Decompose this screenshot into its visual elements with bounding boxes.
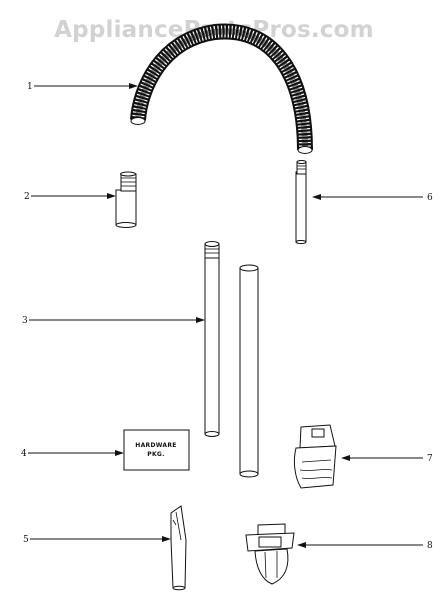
hose-part [130, 23, 313, 154]
callout-8: 8 [297, 541, 433, 551]
callout-4: 4 [21, 449, 124, 459]
callout-number-4: 4 [21, 449, 27, 459]
callout-number-2: 2 [24, 192, 30, 202]
callout-5: 5 [23, 535, 171, 545]
callout-1: 1 [27, 82, 138, 92]
callout-number-5: 5 [23, 535, 29, 545]
hardware-package: HARDWARE PKG. [123, 429, 190, 471]
hardware-label-line1: HARDWARE [135, 442, 176, 449]
callout-number-1: 1 [27, 82, 33, 92]
wand-tube-left [204, 241, 220, 437]
arrowhead-4 [115, 450, 124, 456]
callout-3: 3 [22, 316, 205, 326]
arrowhead-1 [129, 83, 138, 89]
callout-number-7: 7 [427, 454, 433, 464]
arrowhead-8 [297, 542, 306, 548]
callout-6: 6 [312, 193, 433, 203]
upholstery-tool-part [245, 523, 295, 585]
small-wand-part [295, 160, 307, 244]
callout-number-6: 6 [427, 193, 433, 203]
hardware-box [123, 429, 190, 471]
callout-2: 2 [24, 192, 116, 202]
callout-number-3: 3 [22, 316, 28, 326]
arrowhead-3 [196, 317, 205, 323]
arrowhead-6 [312, 194, 321, 200]
hardware-label-line2: PKG. [147, 451, 164, 458]
wand-tube-right [239, 264, 259, 478]
callout-7: 7 [341, 454, 433, 464]
crevice-tool-part [170, 505, 187, 591]
callout-number-8: 8 [427, 541, 433, 551]
arrowhead-7 [341, 455, 350, 461]
arrowhead-5 [162, 536, 171, 542]
arrowhead-2 [107, 193, 116, 199]
adapter-part [115, 171, 137, 228]
dusting-brush-part [293, 424, 337, 489]
